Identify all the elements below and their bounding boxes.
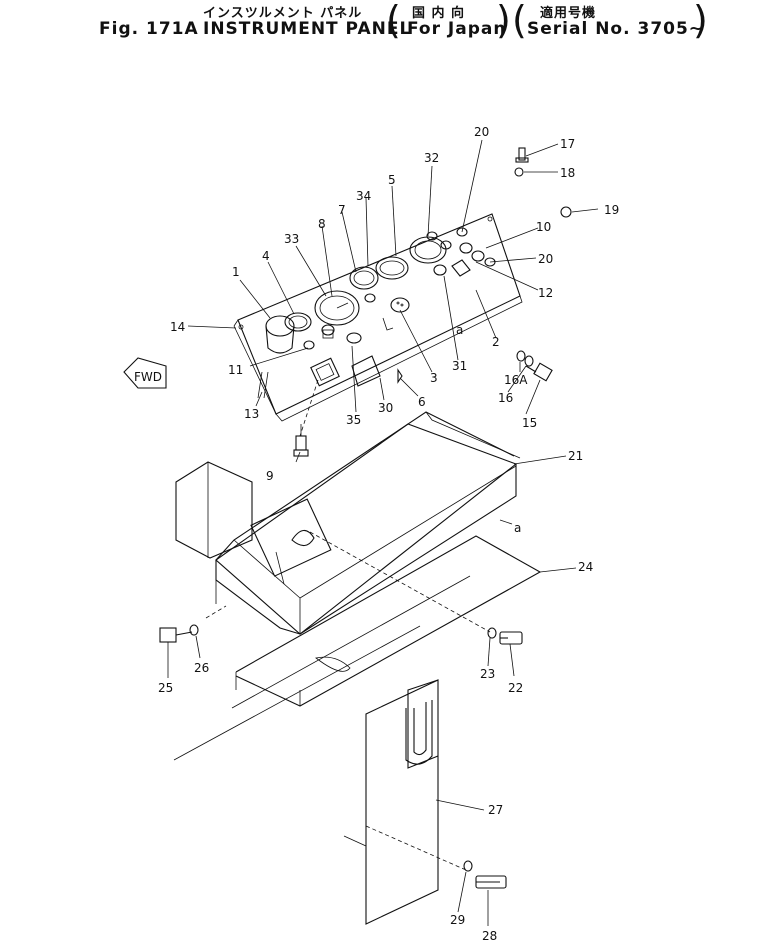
panel-small-parts <box>257 317 403 437</box>
paren-open-2: ( <box>512 0 527 42</box>
callout-24: 24 <box>578 560 593 574</box>
fwd-arrow <box>123 357 167 389</box>
frame-edge-line-2 <box>231 575 471 709</box>
bolt-path-23 <box>309 531 491 633</box>
callout-6: 6 <box>418 395 426 409</box>
bolt-path-26 <box>205 605 227 619</box>
washer-part-16 <box>524 355 534 367</box>
bolt-part-15 <box>525 362 553 382</box>
callout-20-side: 20 <box>538 252 553 266</box>
switch-knobs <box>303 227 496 350</box>
paren-close-2: ) <box>693 0 708 42</box>
figure-number: Fig. 171A <box>99 19 199 39</box>
paren-close-1: ) <box>496 0 511 42</box>
callout-28: 28 <box>482 929 497 940</box>
callout-17: 17 <box>560 137 575 151</box>
bolt-part-28 <box>475 875 507 889</box>
washer-part-23 <box>487 627 497 639</box>
callout-8: 8 <box>318 217 326 231</box>
gauge-medium <box>375 256 409 280</box>
callout-13: 13 <box>244 407 259 421</box>
callout-16: 16 <box>498 391 513 405</box>
callout-33: 33 <box>284 232 299 246</box>
frame-edge-line <box>173 625 421 761</box>
callout-19: 19 <box>604 203 619 217</box>
callout-22: 22 <box>508 681 523 695</box>
callout-5: 5 <box>388 173 396 187</box>
washer-part-29 <box>463 860 473 872</box>
callout-23: 23 <box>480 667 495 681</box>
callout-12: 12 <box>538 286 553 300</box>
callout-10: 10 <box>536 220 551 234</box>
reference-mark-a-upper: a <box>456 323 463 337</box>
title-english: INSTRUMENT PANEL <box>203 19 412 39</box>
callout-29: 29 <box>450 913 465 927</box>
callout-9: 9 <box>266 469 274 483</box>
washer-part-26 <box>189 624 199 636</box>
callout-4: 4 <box>262 249 270 263</box>
callout-27: 27 <box>488 803 503 817</box>
serial-label-japanese: 適用号機 <box>540 6 597 21</box>
callout-16a: 16A <box>504 373 528 387</box>
callout-2: 2 <box>492 335 500 349</box>
callout-7: 7 <box>338 203 346 217</box>
sender-part-9 <box>293 424 309 457</box>
callout-32: 32 <box>424 151 439 165</box>
nut-part-19 <box>560 206 572 218</box>
leader-lines <box>167 139 599 926</box>
serial-english: Serial No. 3705~ <box>527 19 705 39</box>
callout-11: 11 <box>228 363 243 377</box>
callout-35: 35 <box>346 413 361 427</box>
callout-21: 21 <box>568 449 583 463</box>
callout-18: 18 <box>560 166 575 180</box>
callout-34: 34 <box>356 189 371 203</box>
gauge-large-tachometer <box>314 290 360 326</box>
fwd-label: FWD <box>134 370 162 384</box>
washer-part-16a <box>516 350 526 362</box>
bolt-part-25 <box>159 627 193 643</box>
bolt-part-22 <box>499 631 523 645</box>
gauge-round <box>349 266 379 290</box>
reference-mark-a-lower: a <box>514 521 521 535</box>
callout-26: 26 <box>194 661 209 675</box>
callout-31: 31 <box>452 359 467 373</box>
callout-labels: 1 2 3 4 5 6 7 8 9 10 11 12 13 14 15 16 1… <box>158 125 619 940</box>
callout-1: 1 <box>232 265 240 279</box>
callout-3: 3 <box>430 371 438 385</box>
callout-15: 15 <box>522 416 537 430</box>
reference-leader-a <box>499 519 513 525</box>
title-japanese: インスツルメント パネル <box>203 6 363 21</box>
cover-part-27 <box>343 679 467 925</box>
qualifier-japanese: 国 内 向 <box>412 6 466 21</box>
washer-part-18 <box>514 167 524 177</box>
callout-30: 30 <box>378 401 393 415</box>
paren-open-1: ( <box>386 0 401 42</box>
callout-25: 25 <box>158 681 173 695</box>
gauge-left-cylinder <box>265 312 312 354</box>
callout-14: 14 <box>170 320 185 334</box>
instrument-panel-plate <box>233 213 523 422</box>
bolt-part-17 <box>515 147 529 163</box>
qualifier-english: For Japan <box>407 19 507 39</box>
gauge-upper <box>409 236 447 264</box>
callout-20-top: 20 <box>474 125 489 139</box>
panel-box-frame <box>175 411 521 635</box>
